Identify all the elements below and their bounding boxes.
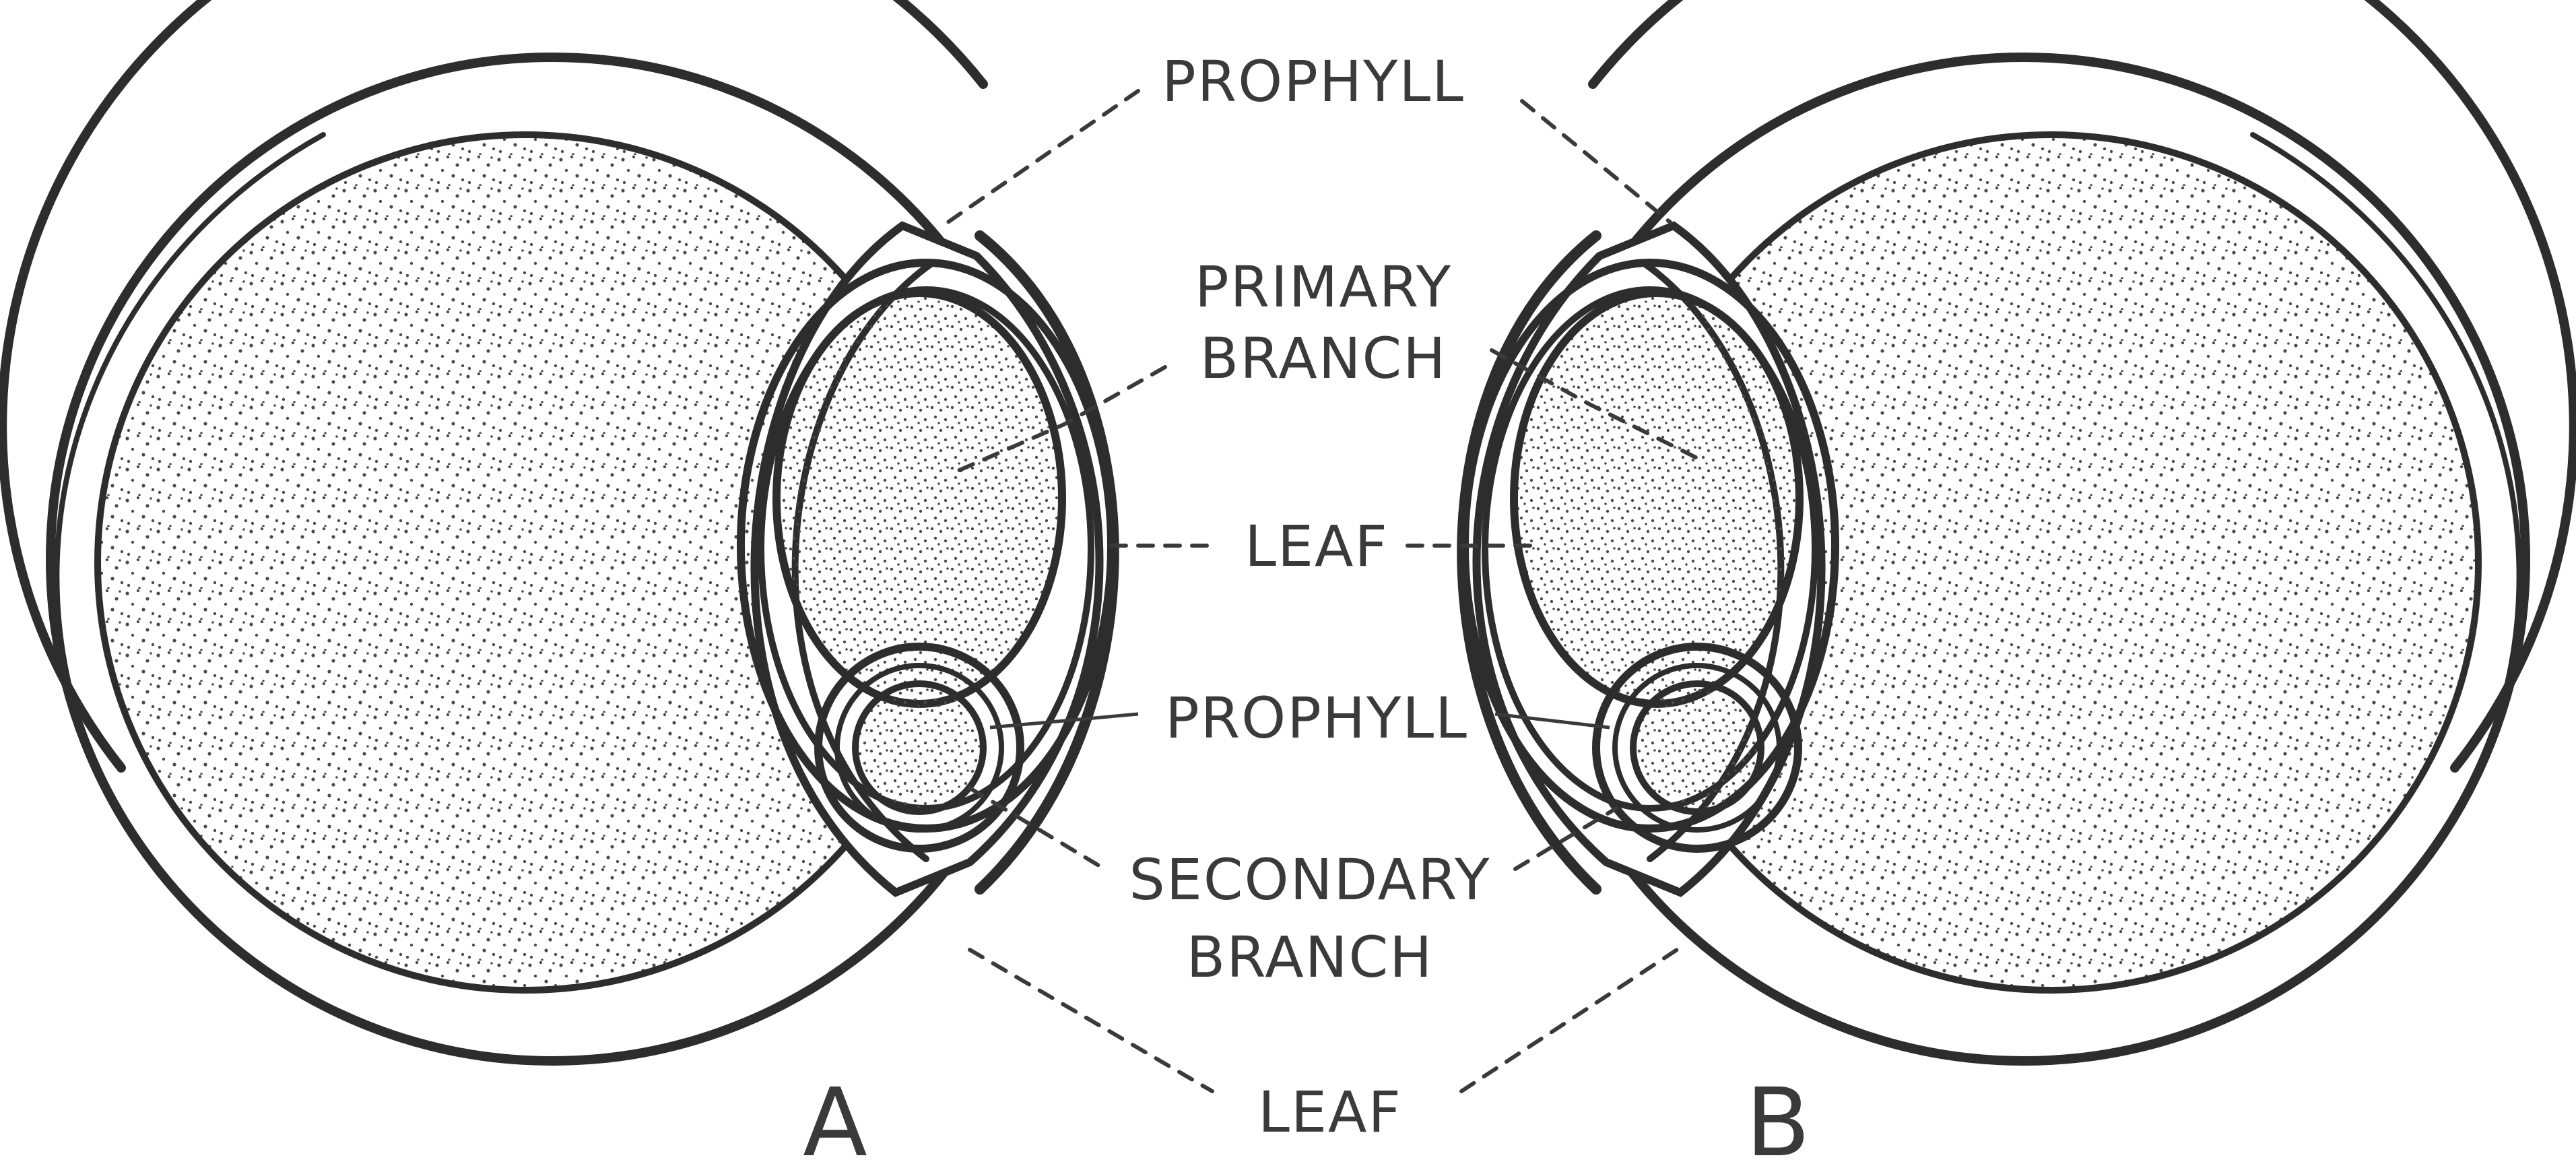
primary-branch-a: [777, 293, 1062, 704]
panel-label-a: A: [803, 1068, 867, 1166]
secondary-branch-b: [1633, 684, 1761, 812]
label-secondary-branch: SECONDARY BRANCH: [1129, 847, 1491, 990]
label-prophyll-bottom: PROPHYLL: [1165, 685, 1468, 751]
secondary-branch-a: [855, 684, 983, 812]
label-leaf-bottom: LEAF: [1258, 1079, 1402, 1145]
label-line: BRANCH: [1187, 924, 1434, 990]
panel-label-b: B: [1746, 1068, 1810, 1166]
leader-leaf-bottom-b: [1461, 950, 1677, 1091]
label-line: PRIMARY: [1195, 254, 1452, 320]
leader-prophyll-top-b: [1522, 101, 1670, 222]
label-prophyll-top: PROPHYLL: [1162, 48, 1465, 115]
leader-leaf-bottom-a: [970, 950, 1212, 1091]
primary-branch-b: [1514, 293, 1799, 704]
label-line: BRANCH: [1200, 325, 1447, 391]
panel-b: [1462, 0, 2574, 1061]
label-leaf-middle: LEAF: [1245, 513, 1389, 579]
panel-a: [2, 0, 1114, 1061]
leader-prophyll-top-a: [943, 91, 1138, 226]
label-line: SECONDARY: [1129, 847, 1491, 913]
